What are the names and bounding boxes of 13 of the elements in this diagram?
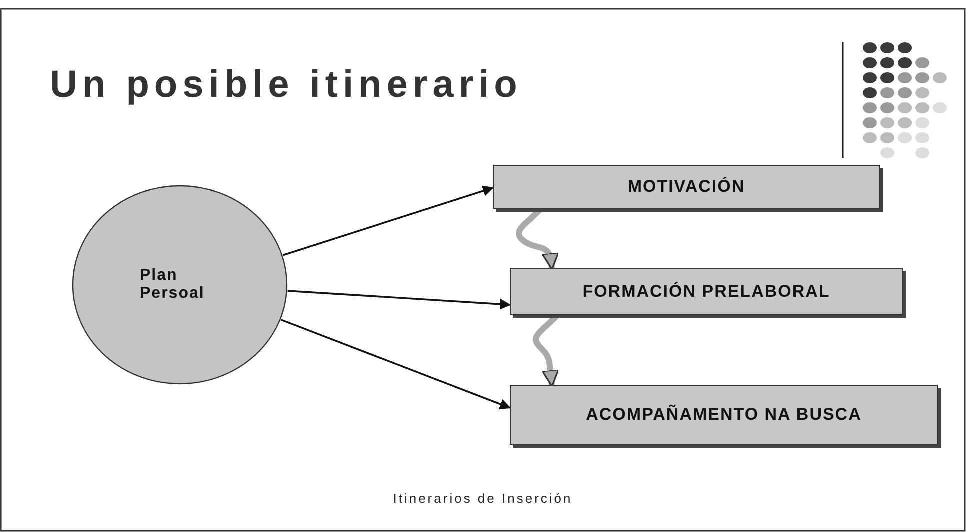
- node-label: Plan Persoal: [140, 267, 206, 303]
- caption: Itinerarios de Inserción: [392, 491, 574, 506]
- arrow: [280, 319, 512, 410]
- node-label: ACOMPAÑAMENTO NA BUSCA: [586, 405, 862, 425]
- process-box: [510, 385, 938, 445]
- node-label: FORMACIÓN PRELABORAL: [582, 282, 830, 302]
- node-label: MOTIVACIÓN: [628, 177, 746, 197]
- process-box: [510, 268, 903, 315]
- ellipse-node: [72, 185, 288, 385]
- slide-title: Un posible itinerario: [50, 64, 522, 107]
- arrow: [282, 186, 494, 256]
- process-box: [493, 165, 880, 209]
- arrow: [288, 290, 512, 310]
